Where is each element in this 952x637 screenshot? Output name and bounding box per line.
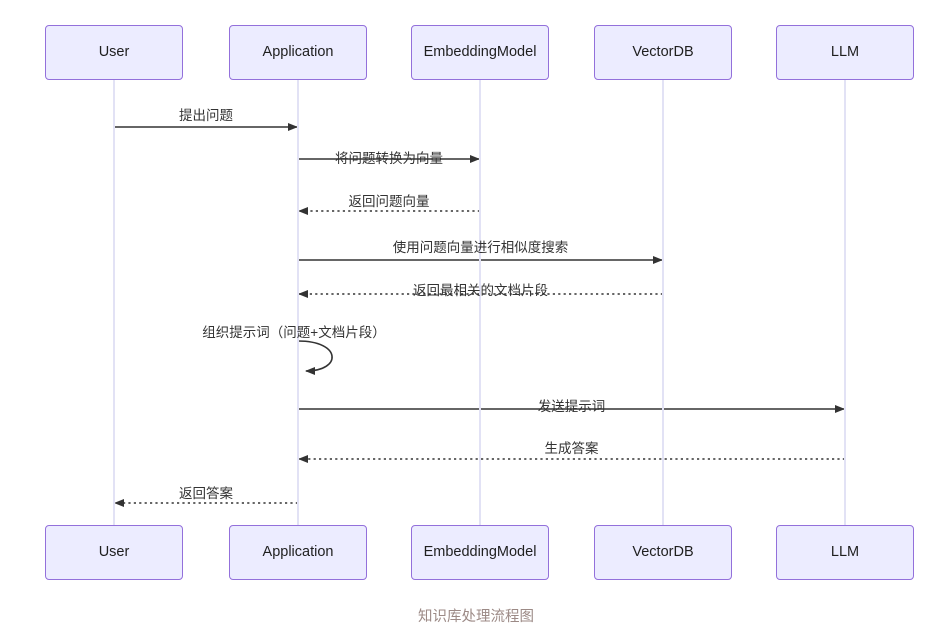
- participant-box-user-bottom[interactable]: User: [45, 525, 183, 580]
- lifeline-vectordb: [662, 80, 664, 525]
- participant-box-vectordb-bottom[interactable]: VectorDB: [594, 525, 732, 580]
- participant-box-vectordb-top[interactable]: VectorDB: [594, 25, 732, 80]
- lifeline-user: [113, 80, 115, 525]
- message-label-3: 使用问题向量进行相似度搜索: [392, 240, 569, 255]
- participant-label-application-bottom: Application: [262, 544, 334, 561]
- message-label-4: 返回最相关的文档片段: [413, 283, 548, 298]
- participant-box-llm-bottom[interactable]: LLM: [776, 525, 914, 580]
- participant-label-embeddingmodel-bottom: EmbeddingModel: [423, 544, 537, 561]
- message-label-6: 发送提示词: [537, 399, 606, 414]
- participant-box-user-top[interactable]: User: [45, 25, 183, 80]
- message-self-loop-5: [297, 340, 333, 375]
- participant-label-llm-top: LLM: [830, 44, 860, 61]
- participant-box-application-bottom[interactable]: Application: [229, 525, 367, 580]
- message-label-2: 返回问题向量: [348, 194, 430, 209]
- message-label-8: 返回答案: [179, 486, 233, 501]
- message-label-1: 将问题转换为向量: [335, 151, 443, 166]
- participant-box-application-top[interactable]: Application: [229, 25, 367, 80]
- participant-box-llm-top[interactable]: LLM: [776, 25, 914, 80]
- message-label-7: 生成答案: [544, 441, 599, 456]
- participant-label-vectordb-bottom: VectorDB: [632, 544, 694, 561]
- lifeline-embeddingmodel: [479, 80, 481, 525]
- lifeline-application: [297, 80, 299, 525]
- participant-label-application-top: Application: [262, 44, 334, 61]
- lifeline-llm: [844, 80, 846, 525]
- participant-box-embeddingmodel-bottom[interactable]: EmbeddingModel: [411, 525, 549, 580]
- participant-box-embeddingmodel-top[interactable]: EmbeddingModel: [411, 25, 549, 80]
- message-label-0: 提出问题: [179, 108, 233, 123]
- participant-label-user-bottom: User: [98, 544, 130, 561]
- participant-label-user-top: User: [98, 44, 130, 61]
- participant-label-vectordb-top: VectorDB: [632, 44, 694, 61]
- message-label-5: 组织提示词（问题+文档片段）: [202, 325, 386, 340]
- participant-label-embeddingmodel-top: EmbeddingModel: [423, 44, 537, 61]
- participant-label-llm-bottom: LLM: [830, 544, 860, 561]
- diagram-title: 知识库处理流程图: [418, 609, 534, 625]
